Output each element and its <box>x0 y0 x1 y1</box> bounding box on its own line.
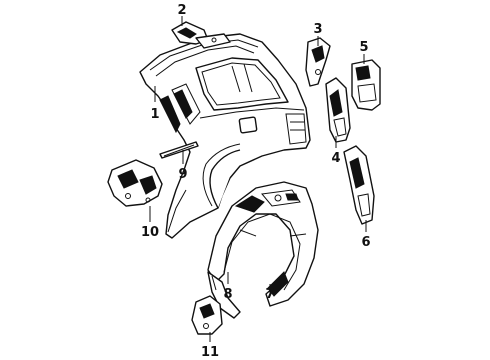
rear-corner-panel <box>351 59 381 111</box>
leader-lines <box>149 16 367 342</box>
callout-labels: 1 2 3 4 5 6 7 8 9 10 11 <box>141 3 371 360</box>
wheelhouse-assembly <box>207 181 319 319</box>
callout-5: 5 <box>359 40 368 55</box>
inner-pillar-panel <box>325 77 351 143</box>
callout-10: 10 <box>141 225 159 240</box>
upper-bracket <box>305 37 331 87</box>
side-bracket <box>107 159 163 207</box>
mount-bracket <box>191 295 223 335</box>
callout-9: 9 <box>178 167 187 182</box>
trim-strip <box>159 141 199 159</box>
callout-3: 3 <box>313 22 322 37</box>
callout-6: 6 <box>361 235 370 250</box>
roof-gusset <box>171 21 231 49</box>
callout-11: 11 <box>201 345 219 360</box>
quarter-panel <box>139 33 311 239</box>
callout-8: 8 <box>223 287 232 302</box>
callout-7: 7 <box>265 287 274 302</box>
callout-1: 1 <box>150 107 159 122</box>
callout-4: 4 <box>331 151 340 166</box>
lower-rear-extension <box>343 145 375 225</box>
callout-2: 2 <box>177 3 186 18</box>
